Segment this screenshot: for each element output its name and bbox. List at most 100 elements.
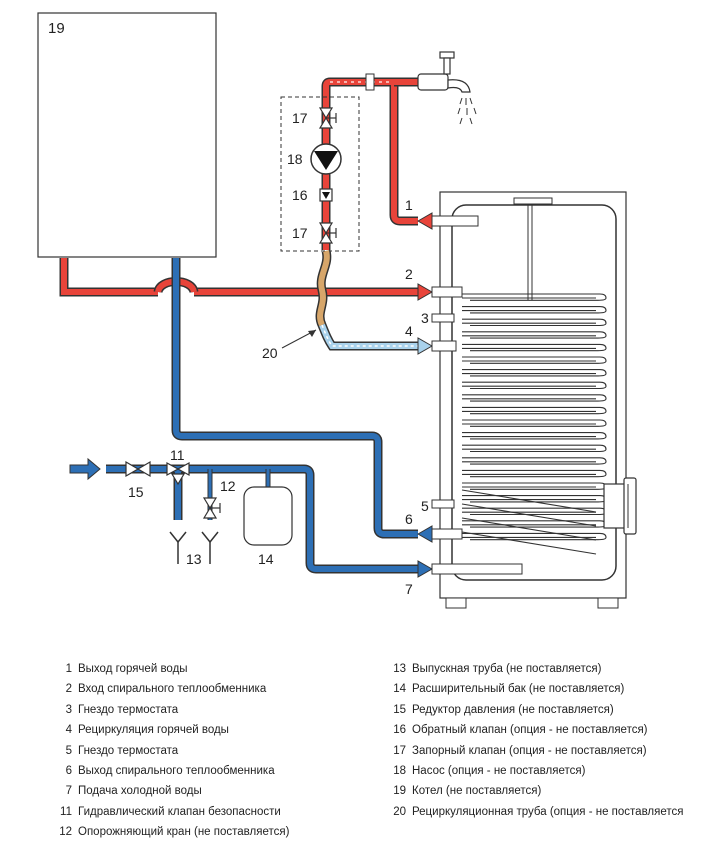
legend-item-number: 17 [393,744,406,757]
legend-item-text: Вход спирального теплообменника [78,683,267,696]
legend-item: 7 Подача холодной воды [58,781,289,801]
recirculation-group-box [280,96,360,252]
legend-item-number: 19 [393,785,406,798]
legend-item-number: 11 [60,805,72,818]
boiler-tank-piping-diagram: 19 [37,12,637,609]
expansion-tank [243,486,293,546]
hot-pipe-coil-inlet [59,258,158,297]
legend-item-number: 5 [65,744,72,757]
faucet-icon [417,51,477,125]
coil-turn [462,318,607,327]
legend-item: 16 Обратный клапан (опция - не поставляет… [392,720,684,740]
callout-5: 5 [421,498,429,514]
legend-item-text: Котел (не поставляется) [412,785,542,798]
coil-turn [462,356,607,364]
pump-icon [310,143,342,175]
callout-11: 11 [170,447,185,463]
legend-item: 3 Гнездо термостата [58,700,289,720]
legend-item: 11 Гидравлический клапан безопасности [58,802,289,822]
callout-1: 1 [405,197,413,213]
legend-item-number: 18 [393,764,406,777]
legend-item-number: 7 [65,785,72,798]
legend-item-text: Гидравлический клапан безопасности [78,805,281,818]
coil-turn [462,469,607,478]
drain-funnel-13b [201,531,219,544]
legend-item-number: 6 [65,764,72,777]
coil-slant [461,531,597,555]
pressure-reducer-valve-icon [125,460,151,478]
coil-turn [462,306,607,314]
coil-turn [462,532,607,541]
cold-inlet-arrow [69,457,101,481]
recirculation-flex-pipe [315,249,418,351]
coil-slant [461,503,597,527]
callout-16: 16 [292,187,308,203]
legend-item-number: 20 [393,805,406,818]
boiler-unit [37,12,217,258]
legend-item-text: Рециркуляционная труба (опция - не поста… [412,805,684,818]
callout-12: 12 [220,478,236,494]
check-valve-icon [319,188,333,202]
legend-item-text: Выпускная труба (не поставляется) [412,663,602,675]
legend-item-text: Опорожняющий кран (не поставляется) [78,826,290,839]
coil-turn [462,419,607,427]
callout-14: 14 [258,551,274,567]
callout-6: 6 [405,511,413,527]
callout-15: 15 [128,484,144,500]
legend-item-number: 14 [393,683,406,696]
legend-item-text: Подача холодной воды [78,785,202,798]
legend-right-column: 13 Выпускная труба (не поставляется) 14 Рас… [392,659,684,822]
shutoff-valve-icon [318,107,337,129]
legend-item: 20 Рециркуляционная труба (опция - не пос… [392,802,684,822]
coil-turn [462,369,607,377]
legend-item-text: Насос (опция - не поставляется) [412,764,586,777]
legend-item-number: 13 [393,663,406,675]
connection-arrow-6 [416,525,433,543]
legend-item-number: 2 [65,683,72,696]
callout-2: 2 [405,266,413,282]
connection-arrow-4 [417,337,434,355]
callout-17-top: 17 [292,110,308,126]
coil-turn [462,343,607,352]
callout-17-bottom: 17 [292,225,308,241]
legend-item-text: Запорный клапан (опция - не поставляется… [412,744,647,757]
drain-cock-valve-icon [202,497,221,519]
coil-turn [462,394,607,402]
heat-exchanger-coil [461,293,607,555]
legend-item-text: Выход спирального теплообменника [78,764,275,777]
coil-turn [462,381,607,390]
legend-item-text: Обратный клапан (опция - не поставляется… [412,724,648,737]
coil-turn [462,444,607,453]
legend-item: 2 Вход спирального теплообменника [58,679,289,699]
callout-3: 3 [421,310,429,326]
legend-item-text: Рециркуляция горячей воды [78,724,229,737]
callout-7: 7 [405,581,413,597]
callout-4: 4 [405,323,413,339]
legend-item-text: Расширительный бак (не поставляется) [412,683,625,696]
connection-arrow-1 [416,212,433,230]
callout-13: 13 [186,551,202,567]
legend-item: 13 Выпускная труба (не поставляется) [392,659,684,679]
callout-18: 18 [287,151,303,167]
coil-slant [461,517,597,541]
legend-item-text: Редуктор давления (не поставляется) [412,703,614,716]
legend-item-number: 16 [393,724,406,737]
coil-turn [462,293,607,301]
legend-item: 15 Редуктор давления (не поставляется) [392,700,684,720]
legend-item: 14 Расширительный бак (не поставляется) [392,679,684,699]
callout-20: 20 [262,345,278,361]
legend-item-number: 15 [393,703,406,716]
shutoff-valve-icon [318,222,337,244]
safety-valve-icon [166,461,190,486]
legend-item-text: Гнездо термостата [78,703,179,716]
legend-item: 19 Котел (не поставляется) [392,781,684,801]
legend-item-number: 3 [65,703,72,716]
connection-arrow-2 [417,283,434,301]
callout-19: 19 [48,20,65,37]
coil-turn [462,432,607,440]
coil-turn [462,406,607,415]
